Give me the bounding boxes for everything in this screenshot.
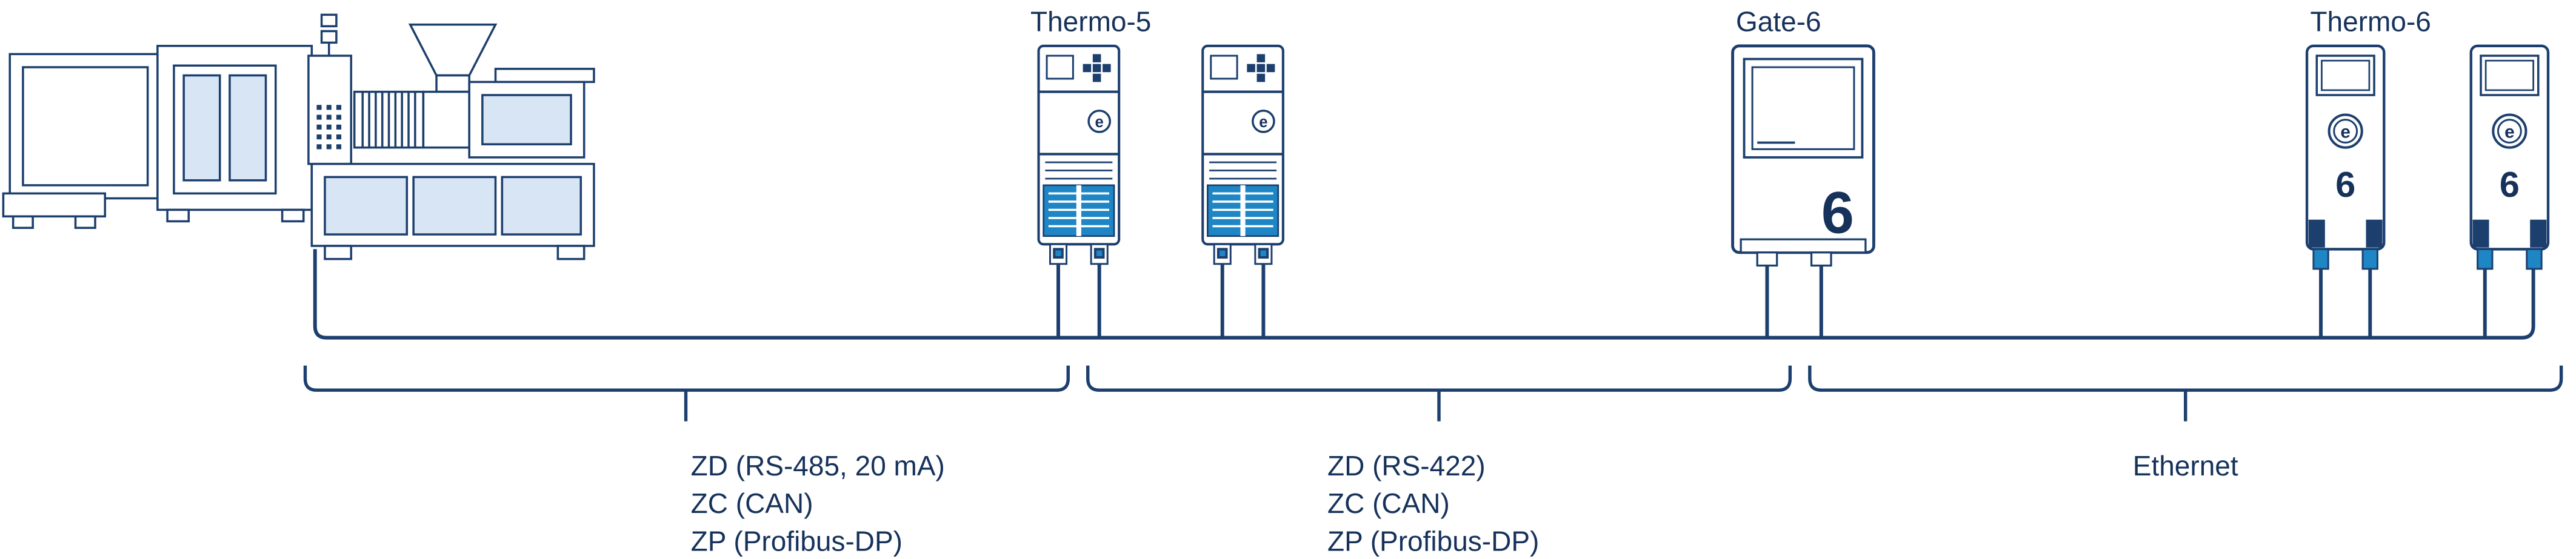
- machine-control-keys: [316, 105, 342, 150]
- logo-letter: e: [2504, 122, 2515, 142]
- thermo5-foot: [1213, 243, 1232, 265]
- segment2-protocol-2: ZC (CAN): [1327, 488, 1450, 519]
- bracket-segment-3: [1808, 365, 2563, 392]
- cable-bus: [313, 249, 2535, 340]
- thermo6-display: [2484, 59, 2534, 91]
- machine-foot: [166, 208, 190, 223]
- hb-therm-logo-icon: [1252, 109, 1275, 133]
- logo-letter: e: [1095, 114, 1104, 131]
- gate6-screen: [1751, 66, 1855, 150]
- machine-beacon: [320, 30, 338, 44]
- bracket-segment-1: [303, 365, 1070, 392]
- thermo5-foot-caster: [1053, 248, 1064, 259]
- logo-letter: e: [1259, 114, 1267, 131]
- machine-foot: [556, 245, 586, 260]
- hb-therm-logo-icon: [1087, 109, 1112, 133]
- keypad-icon: [1247, 54, 1275, 82]
- bus-segment-brackets: [303, 365, 2563, 422]
- machine-guide-rail: [494, 67, 595, 84]
- bus-segment-labels: ZD (RS-485, 20 mA) ZC (CAN) ZP (Profibus…: [691, 450, 2238, 557]
- thermo6-corner-block: [2530, 219, 2547, 248]
- hb-therm-logo-ring: [2497, 119, 2522, 144]
- gate6-label: Gate-6: [1736, 5, 1821, 37]
- thermo5-display: [1210, 55, 1238, 80]
- machine-foot: [324, 245, 353, 260]
- thermo6-foot: [2477, 248, 2494, 270]
- hb-therm-logo-ring: [2333, 119, 2358, 144]
- machine-hopper-stem: [435, 74, 470, 93]
- thermo6-display: [2321, 59, 2371, 91]
- logo-letter: e: [2340, 122, 2351, 142]
- bracket-segment-2: [1086, 365, 1792, 392]
- machine-base-panel: [324, 176, 409, 236]
- machine-carriage-panel: [481, 94, 572, 145]
- machine-base-panel: [501, 176, 582, 236]
- thermo6-unit-2: e 6: [2469, 44, 2550, 270]
- gate6-digit: 6: [1821, 179, 1854, 245]
- machine-door-window: [229, 74, 267, 182]
- thermo5-foot-caster: [1093, 248, 1105, 259]
- thermo6-digit: 6: [2500, 164, 2520, 205]
- machine-guard-inner: [22, 66, 149, 187]
- gate6-foot: [1810, 251, 1832, 267]
- machine-foot: [12, 215, 34, 229]
- thermo6-foot: [2312, 248, 2329, 270]
- keypad-icon: [1083, 54, 1111, 82]
- machine-barrel-ribs: [361, 91, 416, 148]
- machine-foot: [74, 215, 96, 229]
- segment1-protocol-2: ZC (CAN): [691, 488, 813, 519]
- machine-base-panel: [412, 176, 497, 236]
- thermo6-corner-block: [2366, 219, 2383, 248]
- segment3-protocol-1: Ethernet: [2133, 450, 2238, 481]
- thermo5-vent-slats-white: [1045, 161, 1113, 180]
- thermo5-unit-2: e: [1201, 44, 1284, 265]
- thermo5-foot-caster: [1258, 248, 1269, 259]
- machine-barrel-connector: [422, 90, 470, 149]
- thermo5-unit-1: e: [1037, 44, 1121, 265]
- device-labels: Thermo-5 Gate-6 Thermo-6: [1030, 5, 2431, 37]
- gate6-base-strip: [1740, 238, 1867, 254]
- thermo6-foot: [2526, 248, 2543, 270]
- injection-molding-machine: [2, 13, 595, 260]
- thermo5-vent-slats-white: [1209, 161, 1277, 180]
- segment2-protocol-3: ZP (Profibus-DP): [1327, 525, 1539, 557]
- machine-door-window: [182, 74, 221, 182]
- machine-beacon: [320, 13, 338, 28]
- machine-hopper: [408, 23, 498, 77]
- machine-guard-ledge: [2, 192, 107, 218]
- thermo6-corner-block: [2308, 219, 2325, 248]
- device-drop-cables: [1056, 259, 2487, 338]
- segment1-protocol-1: ZD (RS-485, 20 mA): [691, 450, 945, 481]
- thermo6-unit-1: e 6: [2305, 44, 2386, 270]
- machine-foot: [281, 208, 305, 223]
- thermo5-display: [1046, 55, 1074, 80]
- thermo6-digit: 6: [2335, 164, 2355, 205]
- thermo6-foot: [2361, 248, 2378, 270]
- thermo5-foot-caster: [1216, 248, 1228, 259]
- segment2-protocol-1: ZD (RS-422): [1327, 450, 1486, 481]
- segment1-protocol-3: ZP (Profibus-DP): [691, 525, 903, 557]
- thermo5-label: Thermo-5: [1030, 5, 1151, 37]
- thermo6-corner-block: [2472, 219, 2489, 248]
- gate6-unit: 6: [1731, 44, 1875, 267]
- main-bus-cable: [313, 249, 2535, 340]
- thermo6-label: Thermo-6: [2310, 5, 2431, 37]
- gate6-foot: [1756, 251, 1778, 267]
